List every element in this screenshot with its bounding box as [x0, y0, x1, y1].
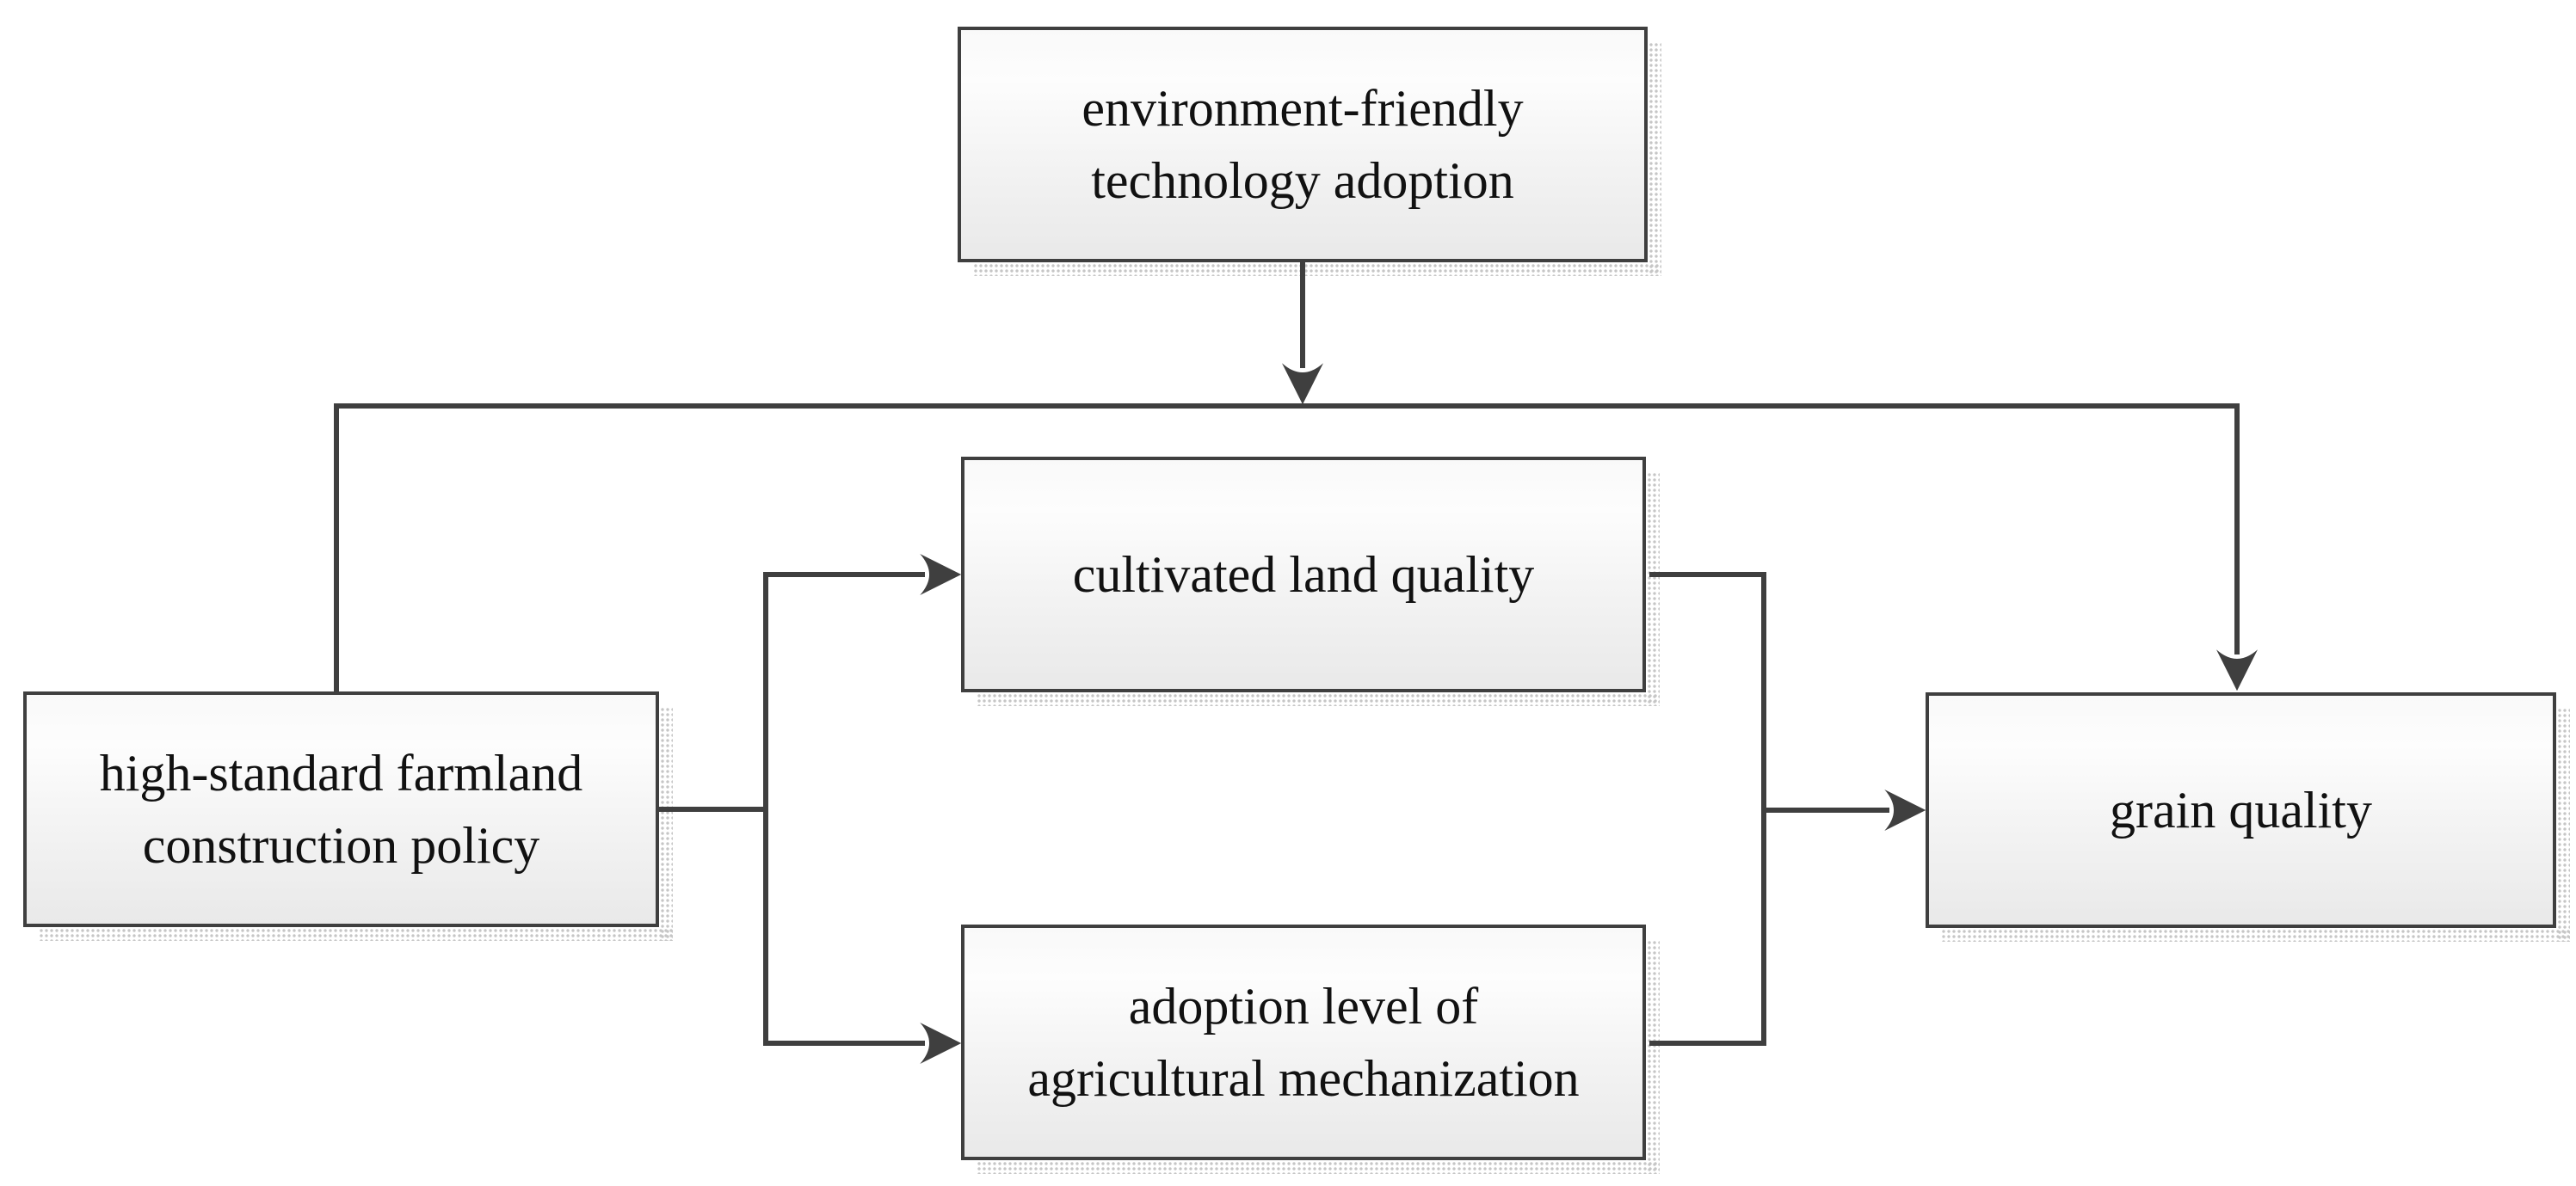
node-high-standard-farmland-construction-policy: high-standard farmland construction poli… — [23, 691, 673, 941]
node-label: environment-friendly technology adoption — [1082, 80, 1524, 209]
node-label: cultivated land quality — [1072, 546, 1535, 603]
node-label: grain quality — [2110, 782, 2372, 839]
node-label: high-standard farmland construction poli… — [99, 745, 583, 874]
node-adoption-level-of-agricultural-mechanization: adoption level of agricultural mechaniza… — [961, 925, 1660, 1174]
node-grain-quality: grain quality — [1926, 692, 2570, 942]
node-cultivated-land-quality: cultivated land quality — [961, 457, 1660, 706]
node-label: adoption level of agricultural mechaniza… — [1027, 978, 1580, 1107]
node-environment-friendly-technology-adoption: environment-friendly technology adoption — [958, 27, 1661, 276]
